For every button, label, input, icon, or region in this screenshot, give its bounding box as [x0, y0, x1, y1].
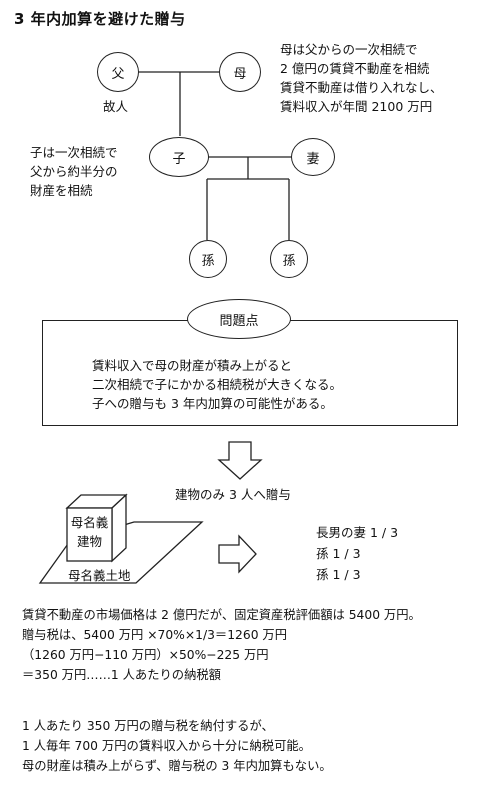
recipient-list: 長男の妻 1 / 3 孫 1 / 3 孫 1 / 3	[316, 522, 398, 585]
building-label-line: 建物	[76, 534, 102, 549]
right-arrow-icon	[218, 534, 257, 574]
building-label: 母名義 建物	[67, 513, 112, 551]
child-note: 子は一次相続で 父から約半分の 財産を相続	[30, 143, 118, 200]
conclusion-text: 1 人あたり 350 万円の贈与税を納付するが、 1 人毎年 700 万円の賃料…	[22, 716, 332, 776]
grandchild-label-2: 孫	[282, 253, 296, 269]
spouse-label: 妻	[306, 151, 320, 167]
mother-note-line: 賃料収入が年間 2100 万円	[280, 99, 433, 114]
spouse-node: 妻	[291, 138, 335, 176]
down-arrow-icon	[217, 441, 263, 480]
mother-note-line: 賃貸不動産は借り入れなし、	[280, 80, 443, 95]
page-title: 3 年内加算を避けた贈与	[14, 10, 186, 28]
father-node: 父	[97, 52, 139, 92]
child-note-line: 父から約半分の	[30, 164, 118, 179]
problem-text: 賃料収入で母の財産が積み上がると 二次相続で子にかかる相続税が大きくなる。 子へ…	[92, 356, 342, 413]
child-label: 子	[172, 151, 186, 167]
building-front	[66, 507, 113, 562]
gift-caption: 建物のみ 3 人へ贈与	[175, 487, 291, 502]
problem-label: 問題点	[219, 313, 259, 329]
father-caption: 故人	[103, 99, 129, 114]
calculation-line: 賃貸不動産の市場価格は 2 億円だが、固定資産税評価額は 5400 万円。	[22, 608, 421, 622]
conclusion-line: 1 人あたり 350 万円の贈与税を納付するが、	[22, 719, 274, 733]
conclusion-line: 1 人毎年 700 万円の賃料収入から十分に納税可能。	[22, 739, 311, 753]
calculation-line: （1260 万円−110 万円）×50%−225 万円	[22, 648, 269, 662]
grandchild-node-2: 孫	[270, 240, 308, 278]
calculation-line: ＝350 万円……1 人あたりの納税額	[22, 668, 221, 682]
mother-note-line: 2 億円の賃貸不動産を相続	[280, 61, 430, 76]
child-note-line: 財産を相続	[30, 183, 93, 198]
recipient-item: 孫 1 / 3	[316, 567, 361, 582]
mother-node: 母	[219, 52, 261, 92]
mother-note: 母は父からの一次相続で 2 億円の賃貸不動産を相続 賃貸不動産は借り入れなし、 …	[280, 40, 443, 116]
grandchild-node-1: 孫	[189, 240, 227, 278]
problem-line: 二次相続で子にかかる相続税が大きくなる。	[92, 377, 343, 392]
mother-label: 母	[233, 66, 247, 82]
calculation-text: 賃貸不動産の市場価格は 2 億円だが、固定資産税評価額は 5400 万円。 贈与…	[22, 605, 421, 685]
building-label-line: 母名義	[70, 515, 109, 530]
conclusion-line: 母の財産は積み上がらず、贈与税の 3 年内加算もない。	[22, 759, 332, 773]
child-note-line: 子は一次相続で	[30, 145, 118, 160]
land-label: 母名義土地	[68, 568, 131, 583]
mother-note-line: 母は父からの一次相続で	[280, 42, 418, 57]
recipient-item: 孫 1 / 3	[316, 546, 361, 561]
child-node: 子	[149, 137, 209, 177]
grandchild-label-1: 孫	[201, 253, 215, 269]
problem-label-ellipse: 問題点	[187, 299, 291, 339]
calculation-line: 贈与税は、5400 万円 ×70%×1/3＝1260 万円	[22, 628, 288, 642]
recipient-item: 長男の妻 1 / 3	[316, 525, 399, 540]
problem-line: 子への贈与も 3 年内加算の可能性がある。	[92, 396, 333, 411]
father-label: 父	[111, 66, 125, 82]
problem-line: 賃料収入で母の財産が積み上がると	[92, 358, 293, 373]
